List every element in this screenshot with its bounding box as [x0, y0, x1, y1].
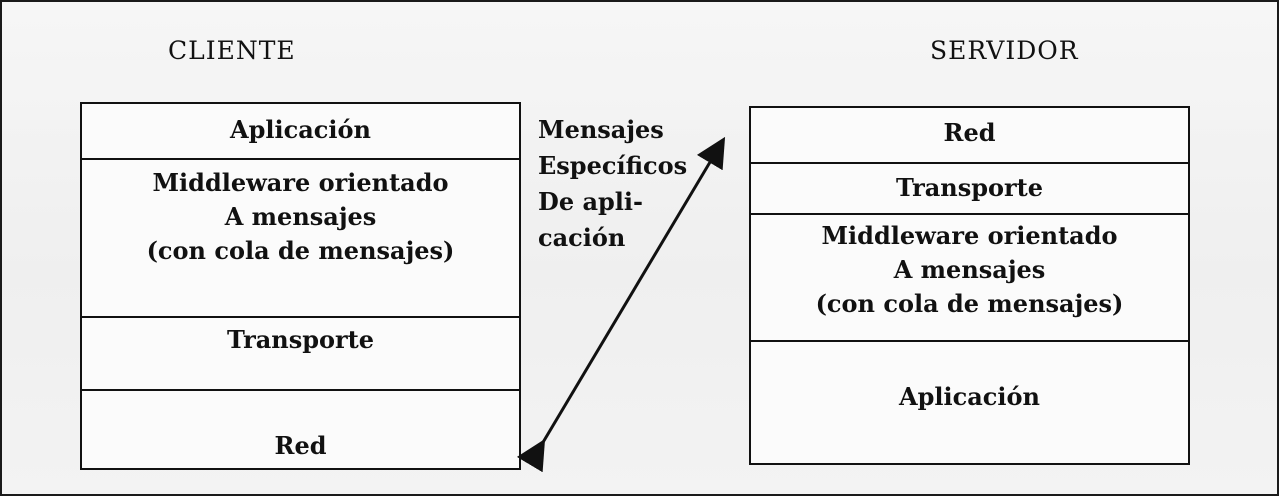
bidirectional-arrow: [516, 136, 726, 473]
server-layer-middleware: Middleware orientado A mensajes (con col…: [751, 213, 1188, 340]
server-layer-transport: Transporte: [751, 162, 1188, 213]
client-layer-application-label: Aplicación: [230, 115, 371, 144]
client-layer-application: Aplicación: [82, 104, 519, 158]
arrow-line: [516, 136, 726, 473]
server-middleware-line-2: A mensajes: [893, 255, 1046, 284]
client-middleware-line-2: A mensajes: [224, 202, 377, 231]
server-title: SERVIDOR: [930, 36, 1079, 65]
server-middleware-line-3: (con cola de mensajes): [815, 289, 1124, 318]
server-layer-network: Red: [751, 108, 1188, 162]
client-layer-middleware: Middleware orientado A mensajes (con col…: [82, 158, 519, 316]
server-layer-transport-label: Transporte: [895, 173, 1044, 202]
server-layer-application-label: Aplicación: [899, 382, 1040, 411]
client-layer-transport: Transporte: [82, 316, 519, 389]
server-layer-application: Aplicación: [751, 340, 1188, 463]
client-layer-network-label: Red: [274, 431, 327, 460]
server-stack: Red Transporte Middleware orientado A me…: [749, 106, 1190, 465]
client-title: CLIENTE: [168, 36, 296, 65]
client-middleware-line-1: Middleware orientado: [152, 168, 449, 197]
server-middleware-line-1: Middleware orientado: [821, 221, 1118, 250]
server-layer-network-label: Red: [943, 118, 996, 147]
client-middleware-line-3: (con cola de mensajes): [146, 236, 455, 265]
client-layer-network: Red: [82, 389, 519, 468]
client-layer-transport-label: Transporte: [226, 325, 375, 354]
client-stack: Aplicación Middleware orientado A mensaj…: [80, 102, 521, 470]
